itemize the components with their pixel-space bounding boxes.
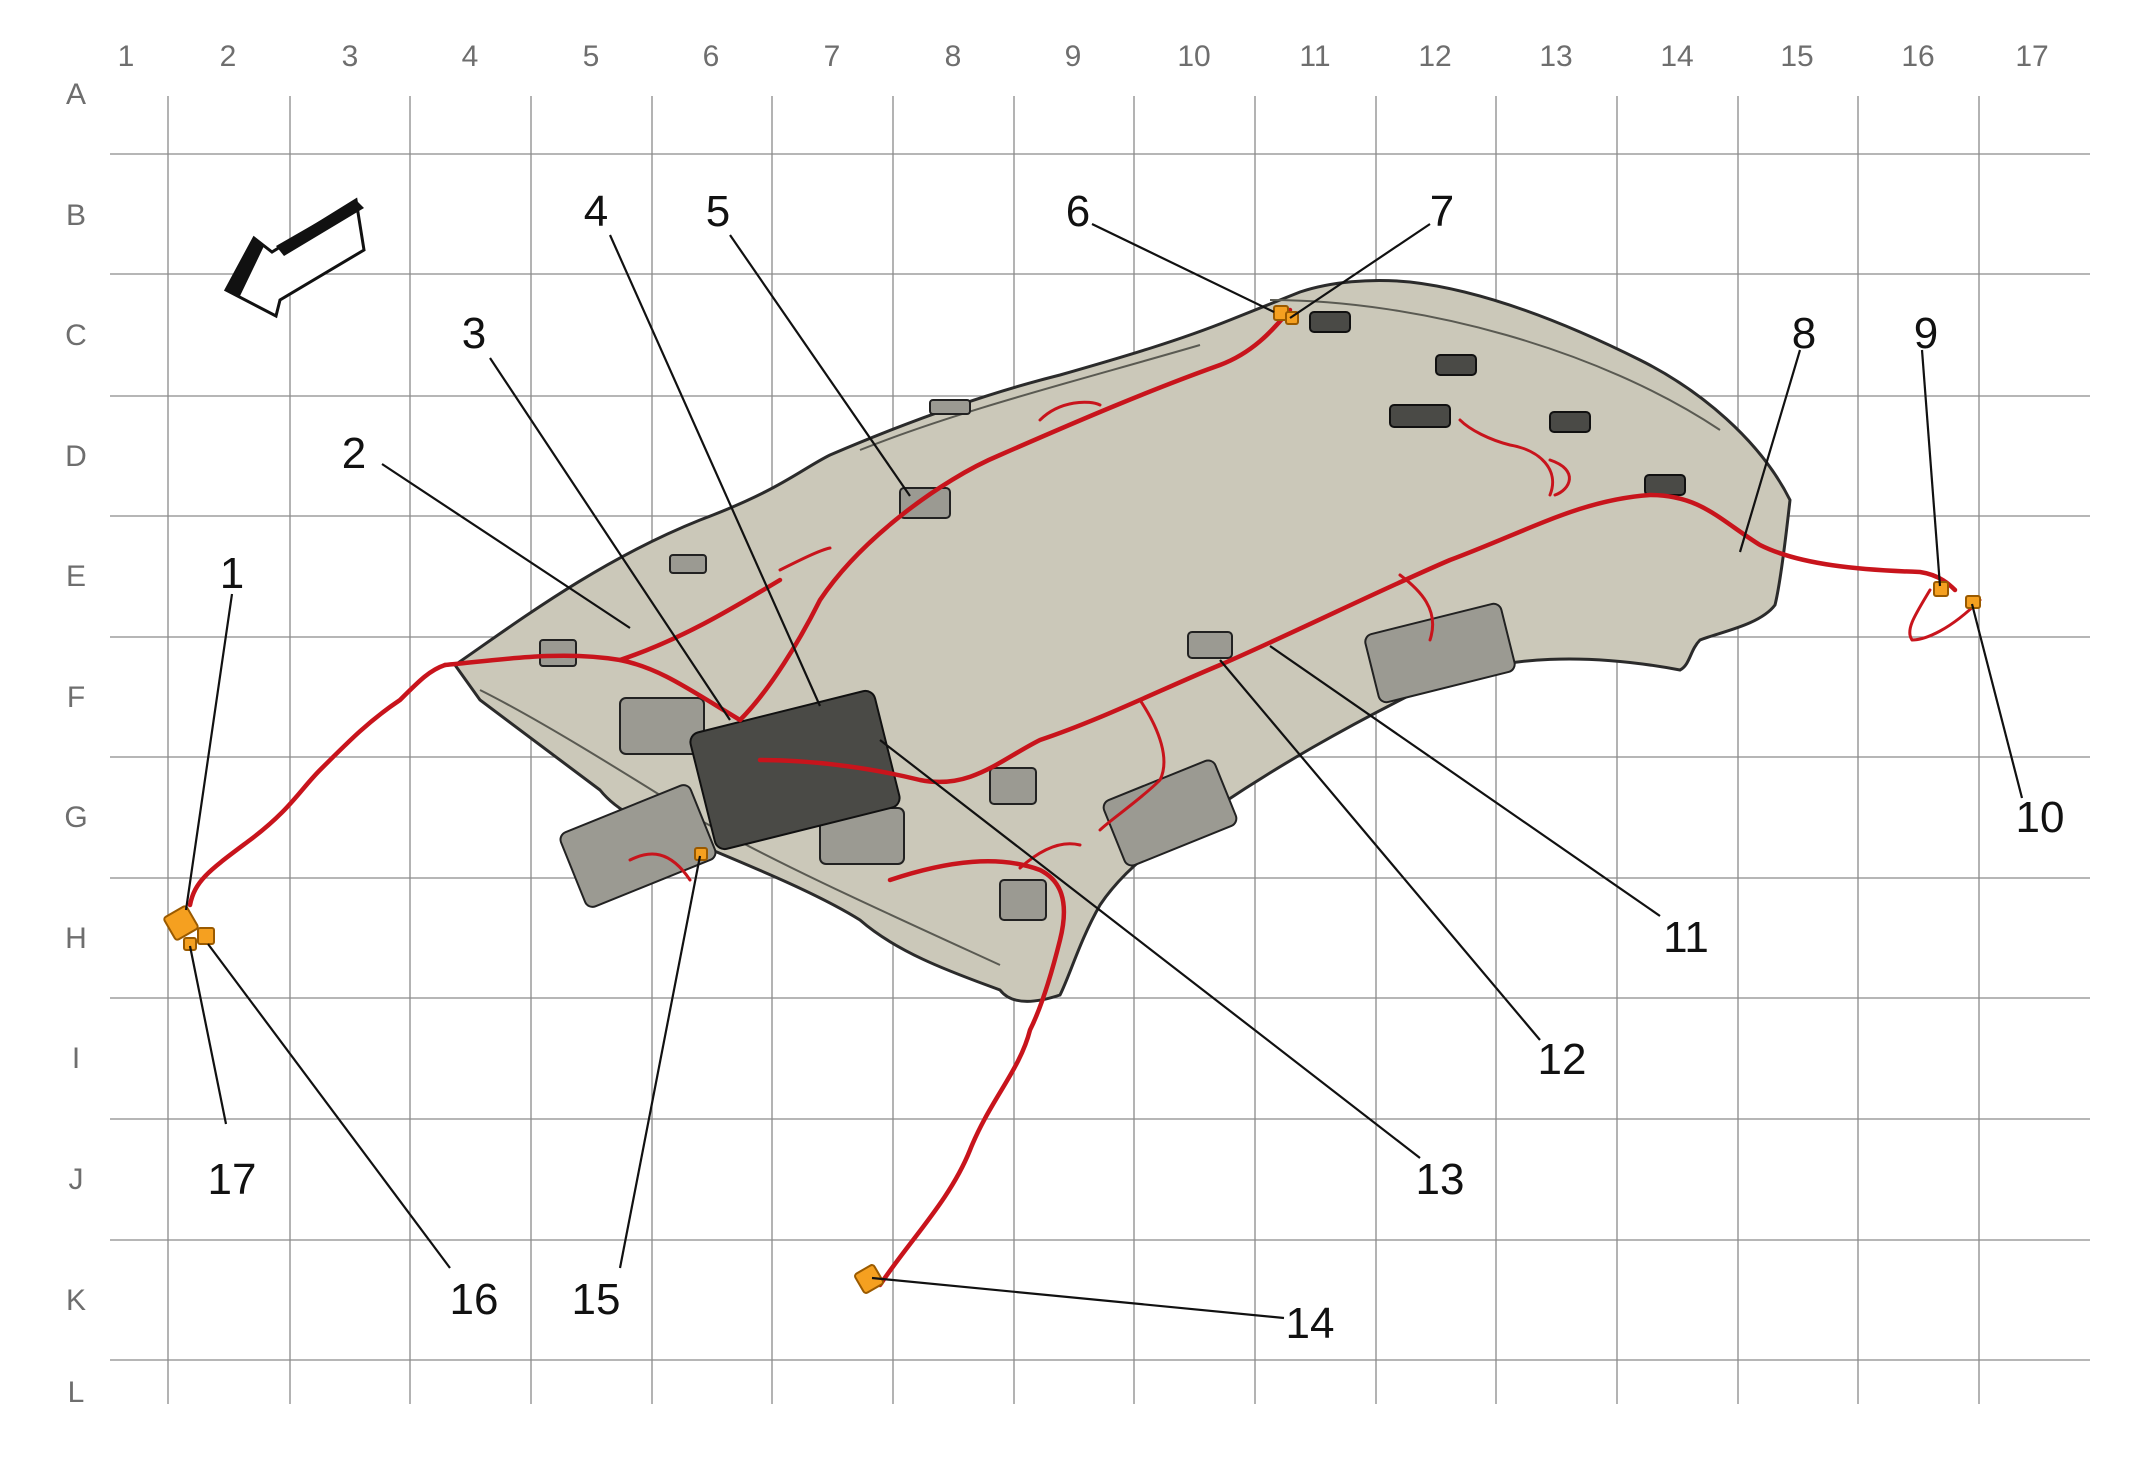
clip [539,639,577,667]
callout-5: 5 [706,187,730,236]
column-label: 17 [2015,40,2048,73]
row-label: C [65,319,87,352]
leader-line-4 [608,234,822,707]
leader-line-8 [1738,349,1802,553]
clip [1435,354,1477,376]
connector [163,905,199,941]
clip [1309,311,1351,333]
callout-17: 17 [208,1155,257,1204]
leader-line-12 [1219,659,1541,1041]
column-label: 16 [1901,40,1934,73]
connector [694,847,708,861]
callout-3: 3 [462,309,486,358]
column-label: 14 [1660,40,1693,73]
callout-12: 12 [1538,1035,1587,1084]
row-label: H [65,922,87,955]
column-label: 10 [1177,40,1210,73]
overhead-console [559,784,717,908]
row-label: B [66,199,86,232]
row-label: A [66,78,86,111]
row-label: G [64,801,87,834]
callout-4: 4 [584,187,608,236]
row-label: L [68,1376,85,1409]
column-label: 7 [824,40,841,73]
leader-line-10 [1970,603,2024,799]
clip [899,487,951,519]
callout-10: 10 [2016,793,2065,842]
vanity [999,879,1047,921]
map-lamp [619,697,705,755]
callout-7: 7 [1430,187,1454,236]
row-label: I [72,1042,80,1075]
column-label: 12 [1418,40,1451,73]
headliner-panel [452,278,1792,1003]
headliner-clips [539,311,1686,921]
callout-15: 15 [572,1275,621,1324]
column-label: 13 [1539,40,1572,73]
clip [1187,631,1233,659]
leader-line-17 [188,945,228,1125]
row-label: E [66,560,86,593]
leader-lines [184,223,2024,1320]
leader-line-5 [729,234,911,497]
connector [197,927,215,945]
column-label: 4 [462,40,479,73]
clip [929,399,971,415]
connector [1933,581,1949,597]
callout-8: 8 [1792,309,1816,358]
column-labels: 1 2 3 4 5 6 7 8 9 10 11 12 13 14 15 16 1… [118,40,2049,73]
row-label: K [66,1284,86,1317]
column-label: 3 [342,40,359,73]
leader-line-13 [879,739,1421,1159]
leader-line-16 [207,943,451,1269]
column-label: 6 [703,40,720,73]
column-label: 9 [1065,40,1082,73]
row-labels: A B C D E F G H I J K L [64,78,87,1409]
row-label: D [65,440,87,473]
clip [669,554,707,574]
wiring-harness [187,307,1982,1288]
sunroof-control [1102,759,1238,867]
leader-line-11 [1269,645,1661,917]
central-module [689,689,901,851]
row-label: F [67,681,85,714]
leader-line-7 [1289,223,1431,319]
leader-line-9 [1920,349,1942,587]
clip [1389,404,1451,428]
connector [854,1264,884,1294]
column-label: 5 [583,40,600,73]
column-label: 2 [220,40,237,73]
leader-line-3 [489,357,731,721]
callout-11: 11 [1663,913,1709,962]
column-label: 8 [945,40,962,73]
leader-line-6 [1091,223,1275,313]
callout-6: 6 [1066,187,1090,236]
callout-numbers: 1 2 3 4 5 6 7 8 9 10 11 12 13 14 15 16 1… [208,187,2065,1348]
leader-line-15 [618,855,702,1269]
callout-2: 2 [342,429,366,478]
forward-direction-arrow-icon [223,197,366,319]
leader-line-14 [871,1276,1285,1320]
leader-line-1 [184,593,234,911]
callout-1: 1 [220,549,244,598]
callout-14: 14 [1286,1299,1335,1348]
row-label: J [69,1163,84,1196]
callout-9: 9 [1914,309,1938,358]
column-label: 15 [1780,40,1813,73]
leader-line-2 [381,463,631,629]
clip [1644,474,1686,496]
dome-lamp [989,767,1037,805]
callout-16: 16 [450,1275,499,1324]
column-label: 1 [118,40,135,73]
clip [1549,411,1591,433]
callout-13: 13 [1416,1155,1465,1204]
column-label: 11 [1299,40,1330,73]
